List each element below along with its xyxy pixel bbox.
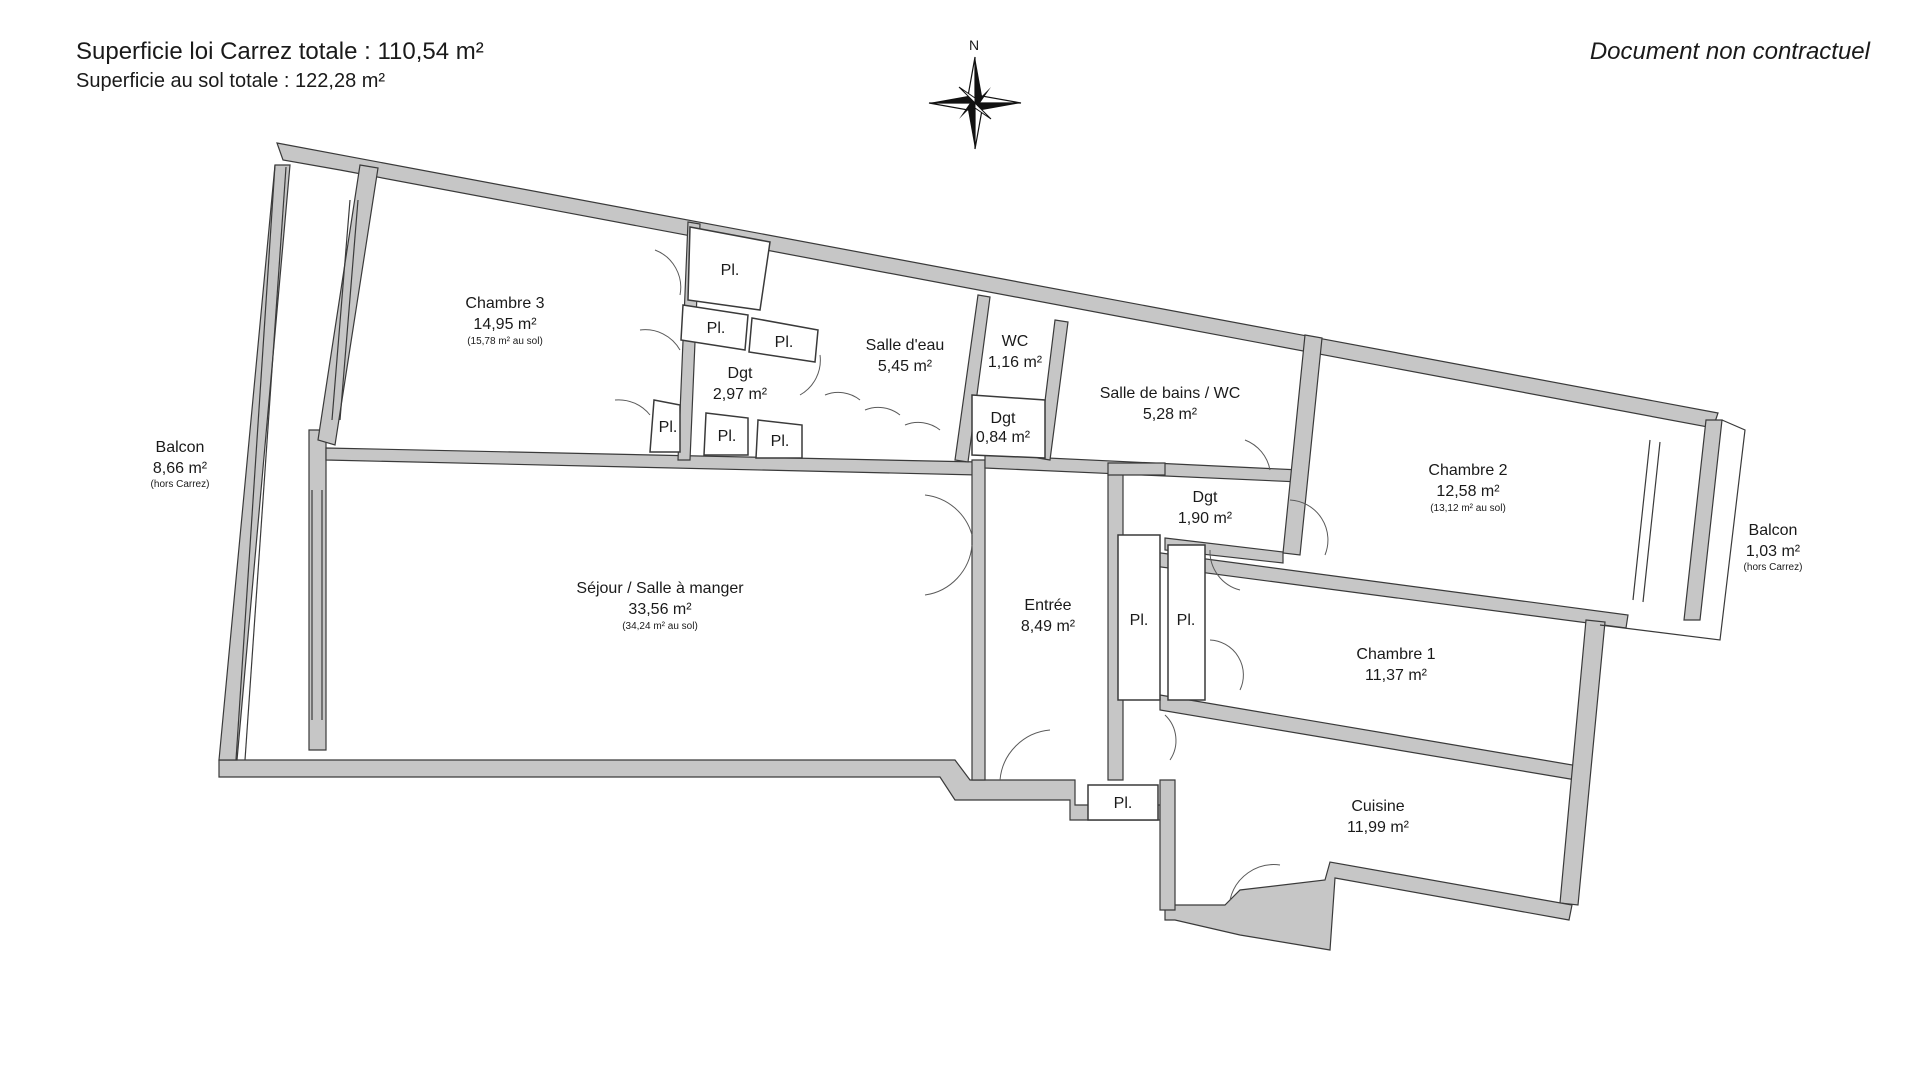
chambre-2-note: (13,12 m² au sol)	[1430, 503, 1506, 514]
placard-label: Pl.	[718, 428, 737, 445]
wc-area: 1,16 m²	[988, 354, 1043, 371]
dgt-1-name: Dgt	[728, 365, 753, 382]
room-chambre-3: Chambre 3 14,95 m² (15,78 m² au sol)	[465, 295, 544, 347]
sejour-area: 33,56 m²	[628, 601, 692, 618]
balcon-east-area: 1,03 m²	[1746, 543, 1801, 560]
wc-name: WC	[1002, 333, 1029, 350]
dgt-3-area: 1,90 m²	[1178, 510, 1233, 527]
wall-east-ch2	[1683, 419, 1723, 621]
wall-ch1-cuisine	[1159, 694, 1591, 783]
chambre-1-area: 11,37 m²	[1365, 667, 1428, 684]
chambre-1-name: Chambre 1	[1356, 646, 1435, 663]
placard-label: Pl.	[1130, 612, 1149, 629]
cuisine-name: Cuisine	[1351, 798, 1404, 815]
room-entree: Entrée 8,49 m²	[1021, 597, 1076, 635]
salle-eau-name: Salle d'eau	[866, 337, 945, 354]
salle-eau-area: 5,45 m²	[878, 358, 933, 375]
room-salle-eau: Salle d'eau 5,45 m²	[866, 337, 945, 375]
placard-label: Pl.	[1177, 612, 1196, 629]
dgt-1-area: 2,97 m²	[713, 386, 768, 403]
balcony-west	[235, 164, 359, 761]
chambre-2-name: Chambre 2	[1428, 462, 1507, 479]
room-dgt-1: Dgt 2,97 m²	[713, 365, 768, 403]
entree-area: 8,49 m²	[1021, 618, 1076, 635]
wall-top	[276, 142, 1719, 429]
chambre-2-area: 12,58 m²	[1436, 483, 1500, 500]
sdb-name: Salle de bains / WC	[1100, 385, 1241, 402]
placard-label: Pl.	[707, 320, 726, 337]
wall-east-ch1	[1559, 619, 1606, 906]
dgt-2-area: 0,84 m²	[976, 429, 1031, 446]
dgt-2-name: Dgt	[991, 410, 1016, 427]
chambre-3-note: (15,78 m² au sol)	[467, 336, 543, 347]
balcon-east-note: (hors Carrez)	[1744, 562, 1803, 573]
placard-labels: Pl. Pl. Pl. Pl. Pl. Pl. Pl. Pl. Pl.	[659, 262, 1196, 812]
room-balcon-west: Balcon 8,66 m² (hors Carrez)	[151, 439, 210, 490]
door-swings	[614, 249, 1329, 901]
sdb-area: 5,28 m²	[1143, 406, 1198, 423]
wall-balcony-west	[218, 164, 291, 761]
chambre-3-area: 14,95 m²	[473, 316, 537, 333]
placard-label: Pl.	[775, 334, 794, 351]
chambre-3-name: Chambre 3	[465, 295, 544, 312]
placard-label: Pl.	[771, 433, 790, 450]
walls	[218, 142, 1723, 951]
disclaimer: Document non contractuel	[1589, 38, 1870, 65]
placard-label: Pl.	[1114, 795, 1133, 812]
room-sejour: Séjour / Salle à manger 33,56 m² (34,24 …	[576, 580, 744, 632]
room-salle-de-bains: Salle de bains / WC 5,28 m²	[1100, 385, 1241, 423]
balcon-west-note: (hors Carrez)	[151, 479, 210, 490]
wall-cuisine-west	[1159, 779, 1176, 911]
balcon-west-name: Balcon	[156, 439, 205, 456]
room-cuisine: Cuisine 11,99 m²	[1347, 798, 1410, 836]
wall-west-upper	[317, 164, 379, 446]
room-wc: WC 1,16 m²	[988, 333, 1043, 371]
room-dgt-3: Dgt 1,90 m²	[1178, 489, 1233, 527]
wall-sdb-east	[1282, 334, 1323, 556]
room-dgt-2: Dgt 0,84 m²	[976, 410, 1031, 446]
room-chambre-2: Chambre 2 12,58 m² (13,12 m² au sol)	[1428, 462, 1507, 514]
wall-wc-west	[954, 294, 991, 463]
room-chambre-1: Chambre 1 11,37 m²	[1356, 646, 1435, 684]
balcon-east-name: Balcon	[1749, 522, 1798, 539]
wall-cuisine-south	[1164, 861, 1573, 951]
room-balcon-east: Balcon 1,03 m² (hors Carrez)	[1744, 522, 1803, 573]
carrez-total-area: Superficie loi Carrez totale : 110,54 m²	[76, 38, 484, 65]
placard-label: Pl.	[721, 262, 740, 279]
sejour-name: Séjour / Salle à manger	[576, 580, 744, 597]
balcon-west-area: 8,66 m²	[153, 460, 208, 477]
cuisine-area: 11,99 m²	[1347, 819, 1410, 836]
balcony-east	[1599, 419, 1746, 641]
sejour-note: (34,24 m² au sol)	[622, 621, 698, 632]
wall-entree-east-upper	[1107, 462, 1166, 476]
closets	[649, 226, 1206, 821]
dgt-3-name: Dgt	[1193, 489, 1218, 506]
floor-total-area: Superficie au sol totale : 122,28 m²	[76, 70, 386, 92]
compass-rose-icon	[928, 56, 1022, 150]
wall-sejour-entree	[971, 459, 986, 781]
compass-north-label: N	[969, 37, 979, 53]
wall-south	[218, 759, 1166, 821]
entree-name: Entrée	[1024, 597, 1071, 614]
placard-label: Pl.	[659, 419, 678, 436]
